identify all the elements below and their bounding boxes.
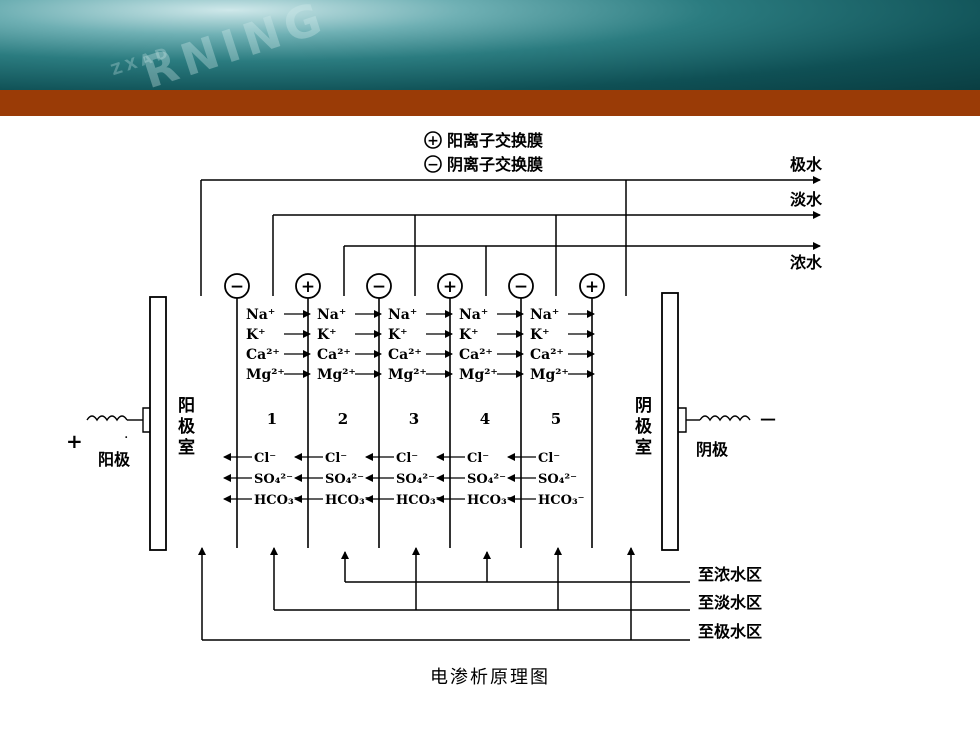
anion-label-cl: Cl⁻ [467, 451, 489, 466]
cation-label-mg: Mg²⁺ [317, 367, 356, 383]
cation-label-mg: Mg²⁺ [388, 367, 427, 383]
anion-label-cl: Cl⁻ [396, 451, 418, 466]
anion-migration: Cl⁻ Cl⁻ Cl⁻ Cl⁻ Cl⁻ SO₄²⁻ SO₄²⁻ SO₄²⁻ SO₄²⁻ SO₄²⁻… [223, 451, 585, 508]
anion-label-cl: Cl⁻ [538, 451, 560, 466]
outlet-concentrate-water-label: 浓水 [790, 253, 823, 272]
cation-label-mg: Mg²⁺ [459, 367, 498, 383]
cation-legend-symbol: + [427, 133, 439, 149]
anion-label-cl: Cl⁻ [325, 451, 347, 466]
cation-label-ca: Ca²⁺ [388, 347, 422, 363]
anion-legend-symbol: − [427, 157, 439, 173]
compartment-number-3: 3 [409, 410, 419, 428]
membrane-symbols: − + − + − + [224, 273, 605, 299]
anion-label-hco3: HCO₃⁻ [538, 493, 585, 508]
anion-label-hco3: HCO₃⁻ [467, 493, 514, 508]
membrane-symbol-5: − [514, 277, 528, 297]
anion-membrane-icon [508, 273, 534, 299]
anode-dot: · [124, 430, 128, 446]
anode-plate [149, 296, 167, 551]
cation-label-k: K⁺ [246, 327, 266, 343]
anode-label: 阳极 [98, 450, 131, 469]
cation-membrane-icon [579, 273, 605, 299]
cation-membrane-legend-icon [424, 131, 442, 149]
cation-membrane-icon [295, 273, 321, 299]
cation-label-ca: Ca²⁺ [530, 347, 564, 363]
cation-migration: Na⁺ Na⁺ Na⁺ Na⁺ Na⁺ K⁺ K⁺ K⁺ K⁺ K⁺ Ca²⁺ Ca²⁺ Ca²⁺ Ca²… [246, 307, 595, 383]
anion-label-hco3: HCO₃⁻ [325, 493, 372, 508]
anode-sign: + [66, 429, 83, 453]
cation-label-na: Na⁺ [246, 307, 275, 323]
anion-label-hco3: HCO₃⁻ [254, 493, 301, 508]
cation-label-ca: Ca²⁺ [317, 347, 351, 363]
outlet-electrode-water-label: 极水 [790, 155, 823, 174]
cation-label-k: K⁺ [317, 327, 337, 343]
cathode-chamber-char-3: 室 [635, 437, 652, 458]
cation-label-k: K⁺ [388, 327, 408, 343]
membrane-symbol-6: + [585, 277, 599, 297]
cathode-plate [661, 292, 679, 551]
anion-label-hco3: HCO₃⁻ [396, 493, 443, 508]
cation-label-k: K⁺ [459, 327, 479, 343]
inlet-electrode-label: 至极水区 [698, 622, 762, 641]
anion-membrane-legend-icon [424, 155, 442, 173]
anion-label-so4: SO₄²⁻ [467, 472, 506, 487]
inlet-concentrate-label: 至浓水区 [698, 565, 762, 584]
cation-label-na: Na⁺ [530, 307, 559, 323]
cation-label-ca: Ca²⁺ [246, 347, 280, 363]
anion-membrane-icon [366, 273, 392, 299]
cation-legend-label: 阳离子交换膜 [447, 131, 543, 150]
cation-label-na: Na⁺ [388, 307, 417, 323]
membrane-symbol-2: + [301, 277, 315, 297]
membrane-symbol-4: + [443, 277, 457, 297]
anode-chamber-char-1: 阳 [178, 396, 195, 416]
membrane-symbol-1: − [230, 277, 244, 297]
legend: + 阳离子交换膜 − 阴离子交换膜 [424, 131, 543, 174]
cation-label-na: Na⁺ [459, 307, 488, 323]
anion-label-so4: SO₄²⁻ [538, 472, 577, 487]
cathode-chamber-char-1: 阴 [635, 396, 652, 416]
anion-label-so4: SO₄²⁻ [254, 472, 293, 487]
anode-chamber-char-3: 室 [178, 437, 195, 458]
membranes [236, 298, 593, 548]
cation-label-mg: Mg²⁺ [246, 367, 285, 383]
cathode-label: 阴极 [696, 440, 729, 459]
anion-membrane-icon [224, 273, 250, 299]
anode-chamber-char-2: 极 [178, 417, 195, 437]
anion-label-so4: SO₄²⁻ [396, 472, 435, 487]
compartment-number-2: 2 [338, 410, 348, 428]
inlet-lines [198, 547, 690, 641]
diagram-caption: 电渗析原理图 [430, 667, 550, 688]
outlet-lines [200, 176, 821, 296]
anode-lead [86, 407, 150, 433]
header-banner: RNING ZXAD [0, 0, 980, 90]
compartment-number-5: 5 [551, 410, 561, 428]
cathode-chamber-char-2: 极 [635, 417, 652, 437]
cation-label-na: Na⁺ [317, 307, 346, 323]
cathode-lead [678, 407, 751, 433]
cation-membrane-icon [437, 273, 463, 299]
cation-label-k: K⁺ [530, 327, 550, 343]
anion-legend-label: 阴离子交换膜 [447, 155, 543, 174]
outlet-dilute-water-label: 淡水 [790, 190, 823, 209]
cathode-sign: — [760, 409, 776, 428]
compartment-number-1: 1 [267, 410, 277, 428]
cation-label-mg: Mg²⁺ [530, 367, 569, 383]
inlet-dilute-label: 至淡水区 [698, 593, 762, 612]
cation-label-ca: Ca²⁺ [459, 347, 493, 363]
anion-label-cl: Cl⁻ [254, 451, 276, 466]
membrane-symbol-3: − [372, 277, 386, 297]
anion-label-so4: SO₄²⁻ [325, 472, 364, 487]
banner-stripe [0, 90, 980, 116]
compartment-number-4: 4 [480, 410, 490, 428]
